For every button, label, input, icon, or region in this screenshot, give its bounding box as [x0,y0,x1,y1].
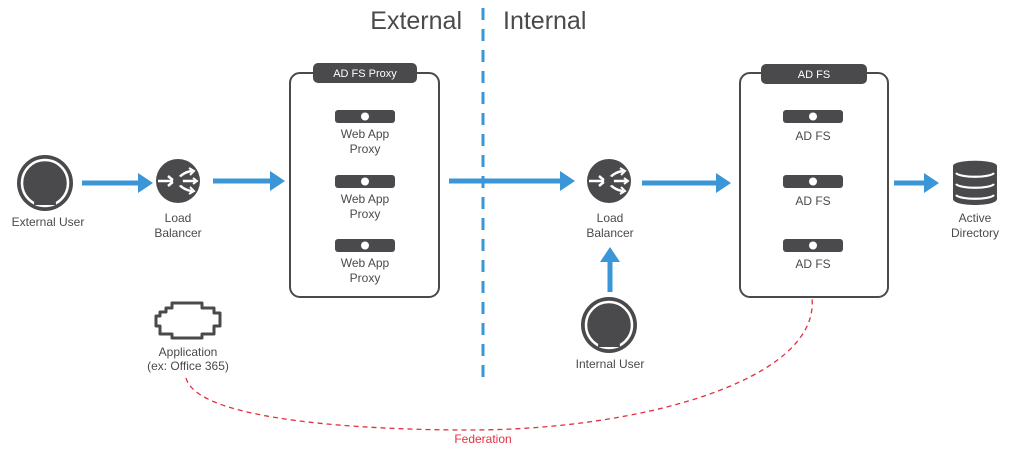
adfs-proxy-header [313,63,417,83]
proxy-server-1-label-line1: Web App [341,127,390,141]
adfs-server-3[interactable]: AD FS [783,239,843,271]
internal-user-label: Internal User [576,357,645,371]
adfs-proxy-group[interactable]: AD FS Proxy Web App Proxy Web App Proxy … [289,63,440,298]
application-label-line2: (ex: Office 365) [147,359,229,373]
proxy-server-1[interactable]: Web App Proxy [335,110,395,156]
user-icon [581,297,637,353]
zone-label-internal: Internal [503,7,586,35]
adfs-server-1[interactable]: AD FS [783,110,843,143]
lb-internal-label-line1: Load [597,211,624,225]
active-directory-label-line2: Directory [951,226,999,240]
adfs-server-2[interactable]: AD FS [783,175,843,208]
proxy-server-2-label-line1: Web App [341,192,390,206]
adfs-server-3-label: AD FS [795,257,830,271]
load-balancer-internal-node[interactable]: Load Balancer [586,159,634,240]
lb-external-label-line2: Balancer [154,226,201,240]
proxy-server-2-label-line2: Proxy [350,207,381,221]
proxy-server-1-label-line2: Proxy [350,142,381,156]
load-balancer-icon [156,159,200,203]
lb-external-label-line1: Load [165,211,192,225]
proxy-server-2[interactable]: Web App Proxy [335,175,395,221]
application-label-line1: Application [159,345,218,359]
adfs-title: AD FS [798,69,830,81]
adfs-header [761,64,867,84]
federation-link [185,297,813,431]
adfs-group[interactable]: AD FS AD FS AD FS AD FS [739,64,889,298]
proxy-server-3-label-line2: Proxy [350,271,381,285]
database-icon [953,160,997,205]
proxy-server-3-label-line1: Web App [341,256,390,270]
lb-internal-label-line2: Balancer [586,226,633,240]
active-directory-label-line1: Active [959,211,992,225]
federation-label: Federation [454,432,511,446]
proxy-server-3[interactable]: Web App Proxy [335,239,395,285]
adfs-proxy-title: AD FS Proxy [333,68,397,80]
external-user-label: External User [12,215,85,229]
internal-user-node[interactable]: Internal User [576,297,645,371]
adfs-server-1-label: AD FS [795,129,830,143]
user-icon [17,155,73,211]
zone-label-external: External [370,7,462,35]
cloud-icon [154,301,222,340]
load-balancer-icon [587,159,631,203]
active-directory-node[interactable]: Active Directory [951,160,999,240]
external-user-node[interactable]: External User [12,155,85,229]
adfs-server-2-label: AD FS [795,194,830,208]
load-balancer-external-node[interactable]: Load Balancer [154,159,202,240]
application-node[interactable]: Application (ex: Office 365) [147,301,229,373]
